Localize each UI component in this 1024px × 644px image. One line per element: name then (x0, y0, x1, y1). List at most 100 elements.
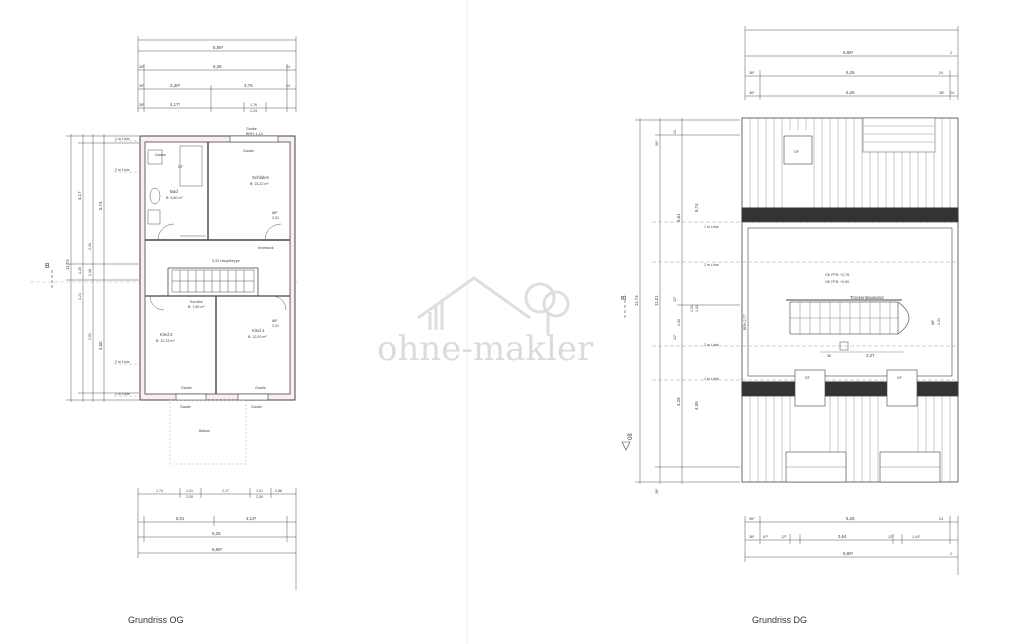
og-dim-left-0: 5,74 (98, 201, 103, 210)
og-caption: Grundriss OG (128, 615, 184, 625)
og-misc-labels: Gaube Gaube Gaube Gaube Gaube Gaube Gaub… (155, 127, 279, 433)
og-label-13: 88⁵ (272, 211, 278, 215)
dg-dim-bottom-1: 87⁵ (763, 535, 769, 539)
og-label-0: Gaube (243, 149, 254, 153)
dg-dims-top (744, 26, 959, 100)
dg-label-3: Trockenbauwand (850, 295, 884, 300)
og-room-kind2-area: B: 12,13 m² (156, 339, 175, 343)
og-line-3: 1 m Linie (115, 392, 130, 396)
dg-dim-bottom-10: 2 (950, 552, 952, 556)
og-dim-bottom-4: 5,01 (176, 516, 185, 521)
og-section-letter: B (45, 263, 50, 270)
dg-dim-left-8: 1,01 (695, 305, 699, 312)
dg-dim-left-7: 1,01 (690, 305, 694, 312)
dg-dim-top-7: 36⁵ (939, 91, 945, 95)
og-label-15: 88⁵ (272, 319, 278, 323)
dg-dim-left-3: 5,51 (676, 213, 681, 222)
dg-plan: 6,86⁵ 6,26 6,26 36⁵ 2 36⁵ 24 36⁵ 24 (621, 26, 959, 575)
og-label-4: Gaube (180, 405, 191, 409)
og-room-kind1-name: Kind 1 (252, 328, 265, 333)
dg-interior: 1 m Linie 2 m Linie 2 m Linie 1 m Linie … (652, 221, 959, 383)
og-dims-left-text: 5,74 11,74 1,26 1,18 4,17 4,50 2,26 1,24… (65, 191, 103, 350)
dg-label-9: OK FFB: +2,75 (825, 273, 849, 277)
og-dim-top-9: 36⁵ (139, 84, 145, 88)
dg-label-4: 36 (827, 354, 831, 358)
og-room-schlafen-name: Schlafen (252, 175, 270, 180)
dg-section-marker: B 08 (621, 295, 634, 451)
dg-dim-bottom-7: 36⁵ (749, 517, 755, 521)
dg-line-2: 2 m Linie (704, 343, 719, 347)
dg-label-6: BRH 2,77 (743, 314, 747, 330)
dg-line-0: 1 m Linie (704, 225, 719, 229)
dg-dim-left-10: 24 (673, 130, 677, 134)
og-dim-bottom-2: 2,17 (222, 489, 229, 493)
og-stair (171, 269, 255, 293)
dg-dim-left-2: 5,74 (694, 203, 699, 212)
dg-dim-bottom-6: 6,86⁵ (843, 551, 854, 556)
dg-dim-bottom-3: 3,64 (838, 534, 847, 539)
og-dim-bottom-5: 2,88 (275, 489, 282, 493)
dg-dim-bottom-4: 12⁵ (888, 535, 894, 539)
dg-dims-bottom (744, 516, 959, 575)
dg-dim-left-4: 4,25 (676, 397, 681, 406)
og-dims-left (66, 134, 139, 402)
dg-section-letter: B (621, 295, 628, 300)
og-dims-bottom (137, 488, 297, 590)
og-label-3: Gaube (255, 386, 266, 390)
og-room-labels: Bad B: 6,60 m² Schlafen B: 15,22 m² Kind… (156, 175, 270, 343)
dg-label-0: DF (794, 150, 800, 154)
dg-dim-left-9: 36⁵ (655, 140, 659, 146)
og-dims-top-text: 6,86⁵ 6,26 2,30⁵ 3,76 4,17⁵ 1,76 1,24 36… (139, 45, 290, 113)
og-label-9: DF (178, 165, 184, 169)
og-room-korridor-area: B: 7,60 m² (188, 305, 205, 309)
og-dim-top-1: 6,26 (213, 64, 222, 69)
og-room-korridor-name: Korridor (190, 300, 204, 304)
og-dim-top-8: 24 (286, 65, 290, 69)
og-dim-bottom-0: 1,74 (156, 489, 163, 493)
dg-dim-left-13: 36⁵ (655, 488, 659, 494)
og-label-12: 3,30 (212, 259, 219, 263)
og-dim-top-10: 24 (286, 84, 290, 88)
dg-dim-bottom-2: 12⁵ (781, 535, 787, 539)
og-line-1: 2 m Linie (115, 168, 130, 172)
og-room-bad-area: B: 6,60 m² (166, 196, 183, 200)
og-dim-bottom-6: 3,13⁵ (246, 516, 257, 521)
dg-line-3: 1 m Linie (704, 377, 719, 381)
og-dim-bottom-10: 2,09 (256, 495, 263, 499)
tree-logo-icon (524, 282, 570, 334)
og-plan: 6,86⁵ 6,26 2,30⁵ 3,76 4,17⁵ 1,76 1,24 36… (30, 36, 300, 590)
og-dim-left-1: 11,74 (65, 259, 70, 270)
dg-dims-bottom-text: 6,26 87⁵ 12⁵ 3,64 12⁵ 1,41⁵ 6,86⁵ 36⁵ 24… (749, 516, 952, 556)
og-dims-top (137, 36, 297, 112)
og-dim-left-8: 2,51 (88, 333, 92, 340)
dg-roof-top: DF (741, 117, 959, 223)
dg-dim-left-11: 12⁵ (673, 296, 677, 302)
watermark: ohne-makler (377, 276, 594, 369)
og-label-8: BRH: 1,14 (246, 132, 263, 136)
og-room-kind2-name: Kind 2 (160, 332, 173, 337)
og-label-14: 2,01 (272, 216, 279, 220)
og-label-10: Haupttreppe (220, 259, 240, 263)
og-line-0: 1 m Linie (115, 137, 130, 141)
og-height-lines: 1 m Linie 2 m Linie 2 m Linie 1 m Linie (114, 137, 140, 397)
dg-dim-top-5: 36⁵ (749, 91, 755, 95)
og-dim-bottom-9: 2,09 (186, 495, 193, 499)
og-line-2: 2 m Linie (115, 360, 130, 364)
og-dim-bottom-8: 6,86⁵ (212, 547, 223, 552)
og-label-2: Gaube (181, 386, 192, 390)
og-dim-bottom-7: 6,26 (212, 531, 221, 536)
og-label-11: Kniestock (258, 246, 274, 250)
dg-dims-left (635, 118, 740, 484)
og-dim-left-4: 4,17 (77, 191, 82, 200)
dg-level-mark: 08 (628, 433, 634, 440)
og-dim-left-5: 4,50 (98, 341, 103, 350)
dg-dim-left-0: 11,74 (634, 295, 639, 306)
og-dim-bottom-1: 1,01 (186, 489, 193, 493)
og-bath-fixtures (147, 145, 287, 311)
og-dim-top-2: 2,30⁵ (170, 83, 181, 88)
dg-dim-bottom-5: 1,41⁵ (912, 535, 921, 539)
og-dim-top-11: 36⁵ (139, 103, 145, 107)
og-dim-left-7: 1,24 (78, 293, 82, 300)
